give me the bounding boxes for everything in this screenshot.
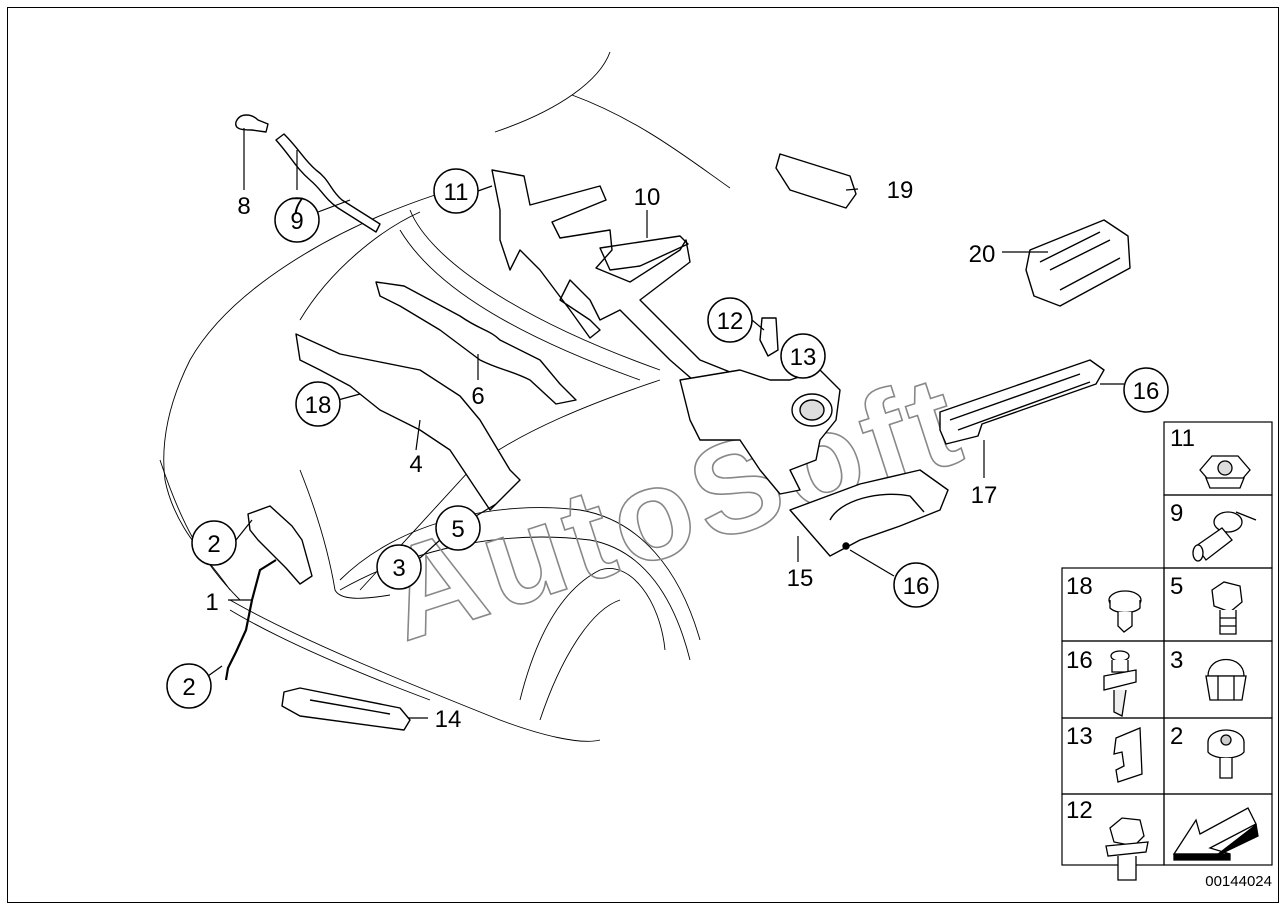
legend-label-3: 3 <box>1170 647 1183 674</box>
part-10-arm <box>599 235 689 271</box>
part-1-rod <box>224 559 277 681</box>
callout-labels: 11 10 19 8 7 9 20 12 13 16 6 18 4 17 5 2… <box>182 177 1159 733</box>
part-12-bracket <box>759 317 779 357</box>
part-19-cover <box>775 153 857 209</box>
callout-20: 20 <box>969 241 996 268</box>
legend-label-11: 11 <box>1170 425 1195 452</box>
callout-17: 17 <box>971 482 998 509</box>
callout-11: 11 <box>444 179 469 206</box>
callout-2-lower: 2 <box>182 674 195 701</box>
arrow-icon <box>1172 807 1259 861</box>
legend-grid <box>1061 421 1273 866</box>
screw-with-washer-icon <box>1103 650 1137 717</box>
callout-9: 9 <box>290 208 303 235</box>
part-2-bracket <box>247 505 313 585</box>
callout-16-lower: 16 <box>903 573 930 600</box>
torx-bolt-icon <box>1207 729 1245 779</box>
flange-bolt-icon <box>1105 817 1149 881</box>
callout-19: 19 <box>887 177 914 204</box>
legend-label-12: 12 <box>1066 797 1093 824</box>
leader-lines <box>207 128 1124 719</box>
part-15-bracket <box>789 469 949 557</box>
part-8-hose <box>235 114 269 133</box>
callout-3: 3 <box>392 555 405 582</box>
callout-18: 18 <box>305 392 332 419</box>
callout-13: 13 <box>790 344 817 371</box>
part-20-block <box>1025 219 1131 307</box>
nut-icon <box>1199 455 1251 489</box>
callout-16-upper: 16 <box>1133 378 1160 405</box>
callout-10: 10 <box>634 184 661 211</box>
part-14-plate <box>281 687 411 731</box>
part-17-rail <box>939 359 1105 445</box>
callout-circles <box>166 168 1169 709</box>
callout-7: 7 <box>290 193 303 220</box>
callout-14: 14 <box>435 706 462 733</box>
callout-2-upper: 2 <box>207 531 220 558</box>
legend-label-9: 9 <box>1170 500 1183 527</box>
callout-12: 12 <box>717 308 744 335</box>
part-6-rail <box>375 281 577 405</box>
callout-1: 1 <box>205 589 218 616</box>
callout-6: 6 <box>471 383 484 410</box>
legend-label-18: 18 <box>1066 573 1093 600</box>
legend-label-5: 5 <box>1170 573 1183 600</box>
hex-bolt-icon <box>1211 581 1243 635</box>
document-number: 00144024 <box>1205 873 1272 890</box>
legend-label-2: 2 <box>1170 723 1183 750</box>
fastener-legend: 11 9 18 5 16 3 13 2 12 <box>1061 421 1273 890</box>
callout-5: 5 <box>451 516 464 543</box>
callout-15: 15 <box>787 565 814 592</box>
pipe-clip-icon <box>1192 511 1257 562</box>
cap-nut-icon <box>1205 659 1247 701</box>
callout-8: 8 <box>237 193 250 220</box>
expanding-rivet-icon <box>1108 590 1142 633</box>
part-7-pipe <box>275 133 381 233</box>
legend-label-16: 16 <box>1066 647 1093 674</box>
legend-label-13: 13 <box>1066 723 1093 750</box>
diagram-frame <box>7 7 1279 903</box>
callout-4: 4 <box>409 451 422 478</box>
clip-nut-icon <box>1113 727 1143 783</box>
